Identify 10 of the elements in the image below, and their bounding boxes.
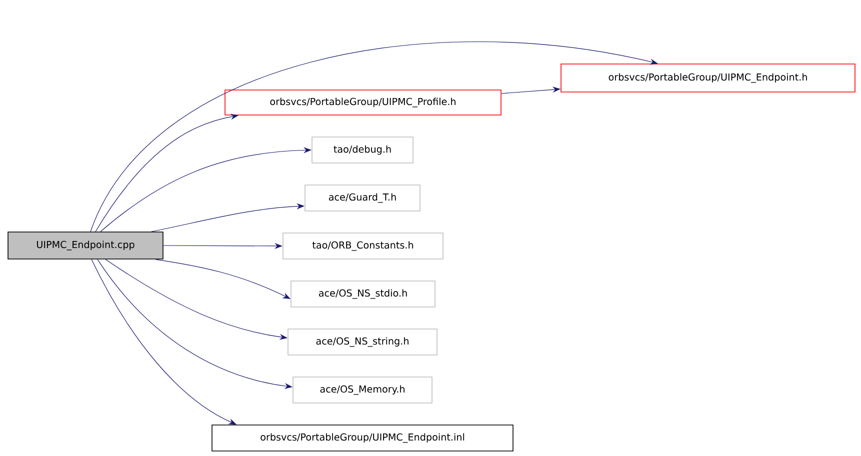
file-box: ace/OS_NS_string.h [288, 328, 438, 356]
file-box: tao/ORB_Constants.h [282, 232, 444, 260]
file-box: orbsvcs/PortableGroup/UIPMC_Endpoint.h [560, 64, 856, 92]
file-box: ace/OS_NS_stdio.h [290, 280, 436, 308]
file-box: orbsvcs/PortableGroup/UIPMC_Profile.h [224, 90, 502, 116]
file-box: ace/OS_Memory.h [292, 376, 432, 404]
file-box: tao/debug.h [312, 136, 414, 164]
file-box: ace/Guard_T.h [304, 184, 420, 212]
file-box: orbsvcs/PortableGroup/UIPMC_Endpoint.inl [212, 424, 514, 452]
file-box: UIPMC_Endpoint.cpp [8, 232, 164, 260]
